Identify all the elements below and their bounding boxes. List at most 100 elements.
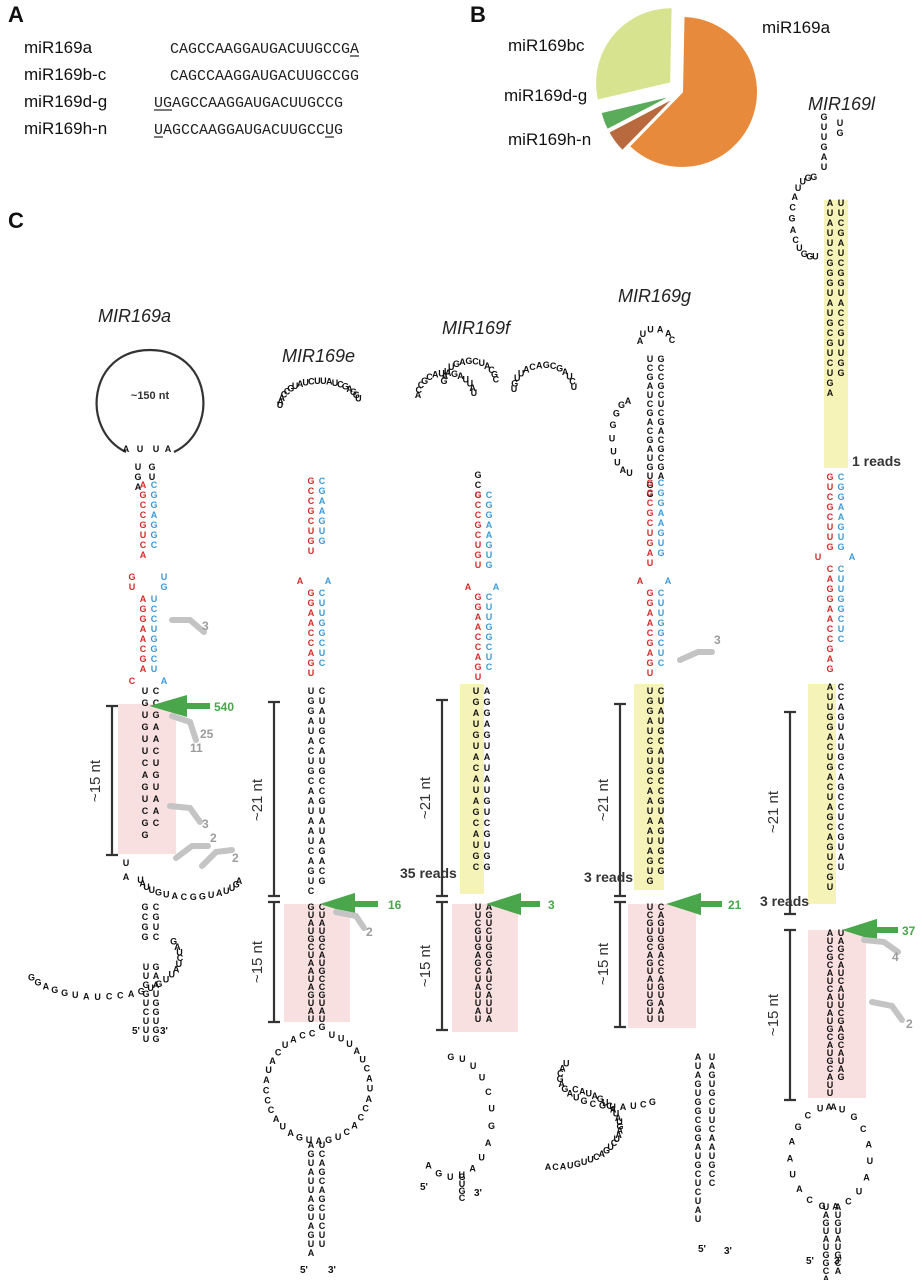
nucleotide: C: [151, 604, 158, 614]
nucleotide: G: [657, 417, 664, 427]
nucleotide: G: [646, 462, 653, 472]
nucleotide: C: [838, 308, 845, 318]
nucleotide: U: [838, 742, 845, 752]
nucleotide: C: [823, 1266, 830, 1276]
nucleotide: G: [474, 942, 481, 952]
nucleotide: A: [823, 1274, 830, 1280]
nucleotide: G: [318, 876, 325, 886]
nucleotide: A: [139, 878, 146, 888]
nucleotide: A: [308, 816, 315, 826]
nucleotide: A: [658, 950, 665, 960]
nucleotide: G: [170, 936, 177, 946]
nucleotide: G: [307, 1230, 314, 1240]
nucleotide: C: [319, 776, 326, 786]
nucleotide: U: [308, 726, 315, 736]
nucleotide: U: [444, 366, 451, 376]
bracket-label-f-21: ~21 nt: [417, 776, 434, 819]
nucleotide: U: [835, 1242, 842, 1252]
nucleotide: U: [838, 722, 845, 732]
nucleotide: C: [658, 372, 665, 382]
nucleotide: A: [279, 393, 286, 403]
nucleotide: G: [141, 902, 148, 912]
count-grey-a-5: 2: [210, 831, 217, 845]
nucleotide: A: [473, 774, 480, 784]
nucleotide: G: [657, 866, 664, 876]
nucleotide: A: [319, 506, 326, 516]
nucleotide: G: [141, 722, 148, 732]
nucleotide: G: [646, 856, 653, 866]
nucleotide: U: [319, 958, 326, 968]
nucleotide: C: [486, 490, 493, 500]
nucleotide: A: [620, 465, 627, 475]
nucleotide: G: [350, 387, 357, 397]
nucleotide: C: [319, 736, 326, 746]
nucleotide: A: [827, 772, 834, 782]
nucleotide: G: [307, 902, 314, 912]
nucleotide: C: [308, 638, 315, 648]
nucleotide: G: [155, 888, 162, 898]
nucleotide: G: [474, 926, 481, 936]
nucleotide: U: [447, 1172, 454, 1182]
nucleotide: A: [838, 852, 845, 862]
nucleotide: U: [486, 974, 493, 984]
green-arrow-l: [842, 918, 898, 942]
nucleotide: U: [169, 970, 176, 980]
reads-label-l-top: 1 reads: [852, 453, 901, 469]
nucleotide: C: [319, 786, 326, 796]
nucleotide: U: [473, 719, 480, 729]
nucleotide: U: [647, 1006, 654, 1016]
nucleotide: C: [838, 614, 845, 624]
nucleotide: C: [106, 992, 113, 1002]
nucleotide: C: [827, 944, 834, 954]
nucleotide: C: [308, 776, 315, 786]
nucleotide: A: [354, 1046, 361, 1056]
nucleotide: A: [620, 1102, 627, 1112]
nucleotide: C: [319, 476, 326, 486]
nucleotide: G: [609, 420, 616, 430]
seq-name-2: miR169d-g: [24, 92, 107, 111]
nucleotide: U: [319, 998, 326, 1008]
nucleotide: A: [665, 328, 672, 338]
nucleotide: C: [827, 822, 834, 832]
nucleotide: C: [529, 362, 536, 372]
nucleotide: C: [647, 942, 654, 952]
nucleotide: G: [805, 173, 812, 183]
nucleotide: G: [150, 490, 157, 500]
nucleotide: A: [637, 336, 644, 346]
nucleotide: U: [143, 1025, 150, 1035]
nucleotide: G: [646, 696, 653, 706]
nucleotide: U: [473, 686, 480, 696]
nucleotide: U: [838, 624, 845, 634]
nucleotide: C: [827, 248, 834, 258]
nucleotide: C: [838, 682, 845, 692]
nucleotide: G: [694, 1106, 701, 1116]
nucleotide: G: [646, 746, 653, 756]
nucleotide: G: [801, 249, 808, 259]
nucleotide: U: [123, 858, 130, 868]
nucleotide: U: [613, 1109, 620, 1119]
nucleotide: U: [647, 726, 654, 736]
nucleotide: U: [658, 806, 665, 816]
nucleotide: A: [153, 971, 160, 981]
nucleotide: U: [292, 381, 299, 391]
nucleotide: A: [827, 682, 834, 692]
nucleotide: U: [475, 934, 482, 944]
nucleotide: C: [284, 386, 291, 396]
nucleotide: C: [658, 966, 665, 976]
star-region-box-e: [284, 904, 350, 1022]
nucleotide: G: [657, 766, 664, 776]
nucleotide: G: [657, 826, 664, 836]
nucleotide: G: [287, 384, 294, 394]
nucleotide: G: [837, 1016, 844, 1026]
end3-a: 3': [160, 1026, 168, 1037]
nucleotide: U: [827, 532, 834, 542]
nucleotide: U: [355, 393, 362, 403]
nucleotide: A: [709, 1061, 716, 1071]
nucleotide: A: [173, 964, 180, 974]
nucleotide: U: [486, 934, 493, 944]
nucleotide: U: [143, 1034, 150, 1044]
nucleotide: G: [657, 934, 664, 944]
nucleotide: U: [143, 1016, 150, 1026]
nucleotide: U: [658, 399, 665, 409]
nucleotide: U: [838, 1056, 845, 1066]
